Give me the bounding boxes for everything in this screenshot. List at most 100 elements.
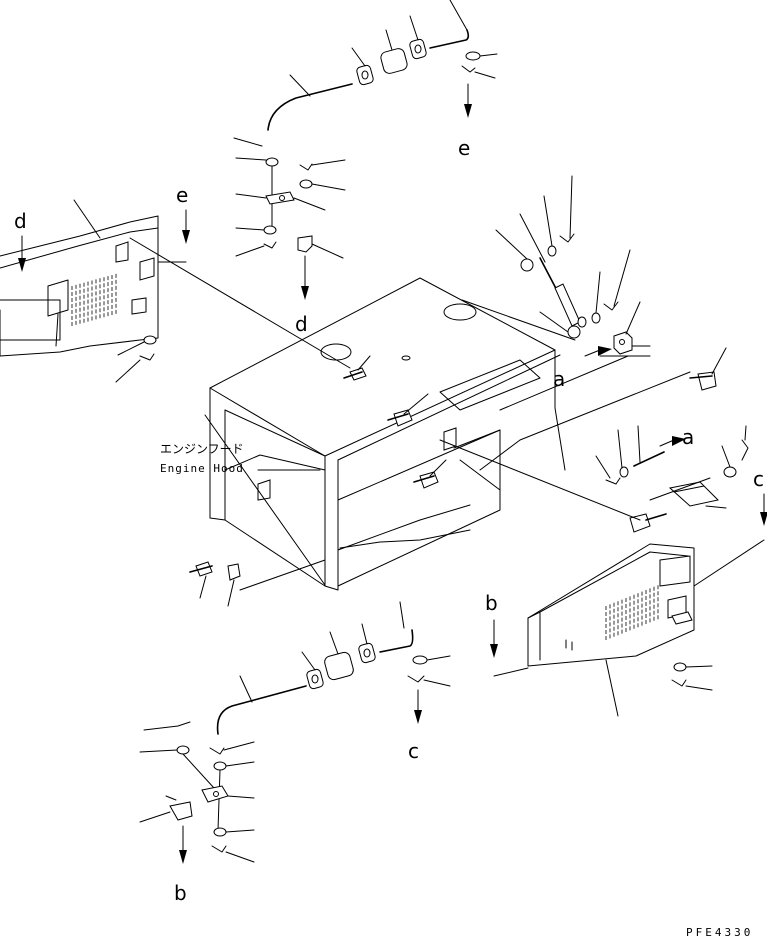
bolt-shank bbox=[343, 371, 363, 379]
left-panel-edge bbox=[55, 313, 59, 347]
leader-line bbox=[705, 505, 727, 509]
pin-rod bbox=[633, 451, 665, 467]
latch-assembly-b: b bbox=[139, 721, 255, 905]
top-hook-rod bbox=[429, 29, 470, 49]
arrow-head bbox=[179, 850, 187, 864]
leader-line bbox=[227, 579, 235, 607]
alignment-line bbox=[459, 459, 501, 491]
hood-hinge bbox=[257, 479, 271, 501]
pin-rod bbox=[182, 753, 215, 789]
leader-line bbox=[721, 445, 731, 468]
leader-line bbox=[711, 347, 727, 375]
drawing-code: PFE4330 bbox=[686, 926, 753, 939]
leader-line bbox=[233, 137, 263, 147]
leader-line bbox=[685, 685, 713, 691]
hood-diagonal-brace bbox=[204, 414, 326, 586]
leader-line bbox=[519, 213, 546, 263]
left-panel-louvers bbox=[71, 273, 117, 326]
hood-top-edge bbox=[337, 354, 561, 461]
cotter-pin-part bbox=[559, 233, 575, 243]
engine-hood-body: エンジンフード Engine Hood bbox=[160, 277, 566, 591]
washer-part bbox=[143, 335, 157, 345]
leader-line bbox=[617, 429, 623, 469]
arrow-head bbox=[672, 436, 686, 446]
hinge-plate-part bbox=[668, 481, 720, 507]
clip-part bbox=[227, 563, 241, 581]
leader-line bbox=[625, 301, 641, 335]
bolt-shank bbox=[413, 475, 435, 483]
leader-line bbox=[744, 425, 747, 441]
leader-line bbox=[399, 601, 405, 629]
cotter-pin-part bbox=[461, 65, 476, 73]
leader-line bbox=[235, 245, 265, 257]
leader-line bbox=[311, 243, 344, 259]
leader-line bbox=[595, 271, 601, 314]
left-panel-edge bbox=[0, 227, 159, 269]
washer-part bbox=[176, 745, 190, 755]
label-d-left: d bbox=[14, 209, 27, 233]
leader-line bbox=[426, 655, 451, 661]
leader-line bbox=[329, 631, 339, 655]
part-name-jp: エンジンフード bbox=[160, 442, 244, 456]
leader-line bbox=[361, 623, 368, 645]
label-b-bottom: b bbox=[174, 881, 187, 905]
guide-line bbox=[649, 477, 711, 501]
label-a-lower: a bbox=[682, 425, 694, 449]
label-b-mid: b bbox=[485, 591, 498, 615]
hood-right-edge bbox=[554, 349, 566, 471]
bolt-head bbox=[697, 371, 717, 391]
leader-line bbox=[495, 229, 528, 260]
hood-side-frame bbox=[224, 454, 326, 471]
arrow-head bbox=[464, 104, 472, 118]
leader-line bbox=[225, 829, 255, 833]
hood-bolts bbox=[189, 355, 447, 607]
pin-rod bbox=[217, 769, 221, 831]
right-panel-label-plate bbox=[659, 555, 691, 587]
bolt-shank bbox=[387, 413, 409, 421]
alignment-line bbox=[461, 299, 576, 341]
alignment-line bbox=[499, 355, 629, 411]
latch-assembly-d: d bbox=[233, 137, 346, 336]
cotter-pin-part bbox=[299, 163, 313, 171]
leader-line bbox=[225, 761, 255, 767]
pin-assembly-a: a bbox=[595, 425, 749, 533]
nut-hole bbox=[414, 44, 422, 54]
leader-line bbox=[595, 455, 611, 479]
leader-line bbox=[235, 193, 267, 199]
latch-hole bbox=[213, 791, 219, 797]
washer-part bbox=[591, 312, 601, 324]
washer-part bbox=[577, 316, 587, 328]
hood-front-pillar bbox=[324, 455, 339, 591]
right-panel-marking bbox=[565, 639, 573, 651]
bolt-shank bbox=[189, 565, 213, 573]
washer-part bbox=[263, 225, 277, 235]
washer-part bbox=[299, 179, 313, 189]
hood-left-side bbox=[209, 387, 226, 521]
arrow-head bbox=[760, 512, 767, 526]
leader-line bbox=[117, 341, 145, 356]
bolt-shank bbox=[645, 513, 667, 521]
spacer-tube-part bbox=[380, 48, 408, 74]
leader-line bbox=[605, 659, 619, 717]
arrow-head bbox=[414, 710, 422, 724]
cotter-pin-part bbox=[407, 675, 425, 683]
leader-line bbox=[423, 679, 451, 687]
leader-line bbox=[474, 71, 496, 79]
leader-line bbox=[143, 721, 191, 731]
ball-stud-part bbox=[520, 258, 534, 272]
gas-spring-cylinder bbox=[554, 283, 581, 327]
arrow-shaft bbox=[659, 439, 675, 447]
left-side-panel: d e bbox=[0, 183, 351, 383]
left-panel-outline bbox=[0, 215, 159, 357]
hood-front-edge bbox=[453, 429, 501, 449]
leader-line bbox=[351, 47, 366, 67]
hood-lower-frame bbox=[337, 504, 471, 551]
hood-side-lower bbox=[224, 519, 326, 587]
bracket-part bbox=[169, 801, 193, 821]
washer-part bbox=[412, 655, 428, 665]
label-c-bottom: c bbox=[408, 739, 419, 763]
leader-line bbox=[289, 74, 311, 97]
label-d-top: d bbox=[295, 312, 308, 336]
washer-part bbox=[723, 466, 737, 478]
